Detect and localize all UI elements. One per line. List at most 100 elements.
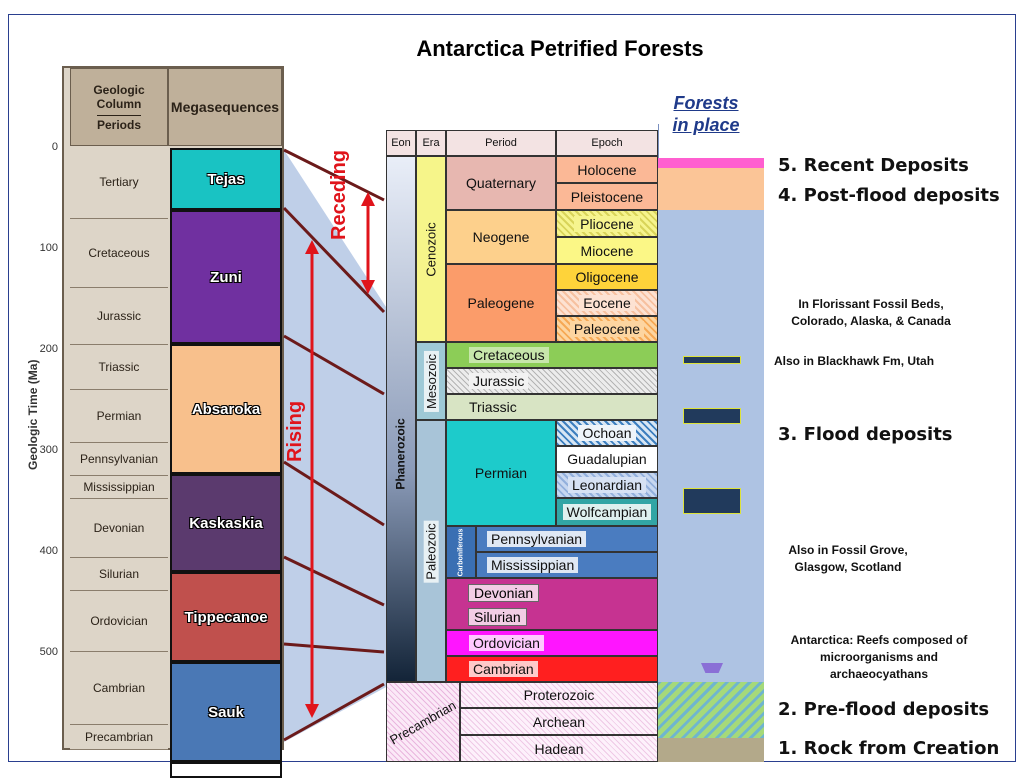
label-pre-flood-deposits: 2. Pre-flood deposits — [778, 699, 990, 720]
megasequence-tippecanoe: Tippecanoe — [170, 572, 282, 662]
forest-layer-flood-upper — [683, 408, 741, 424]
header-epoch: Epoch — [556, 130, 658, 156]
period-silurian: Silurian — [468, 608, 527, 626]
epoch-leonardian: Leonardian — [556, 472, 658, 498]
period-cambrian: Cambrian — [70, 652, 168, 725]
creation-band — [658, 738, 764, 762]
header-era: Era — [416, 130, 446, 156]
period-hadean: Hadean — [460, 735, 658, 762]
label-flood-deposits: 3. Flood deposits — [778, 424, 953, 445]
period-archean: Archean — [460, 708, 658, 735]
note-fossil-grove: Also in Fossil Grove, Glasgow, Scotland — [788, 543, 908, 574]
header-eon: Eon — [386, 130, 416, 156]
period-permian: Permian — [70, 390, 168, 443]
period-pennsylvanian: Pennsylvanian — [476, 526, 658, 552]
header-periods-sub: Periods — [96, 114, 141, 132]
period-cretaceous: Cretaceous — [70, 219, 168, 288]
connector-line — [283, 334, 385, 396]
period-cretaceous: Cretaceous — [446, 342, 658, 368]
tick-400: 400 — [39, 545, 58, 557]
forest-layer-flood-lower — [683, 488, 741, 514]
megasequence-zuni: Zuni — [170, 210, 282, 344]
label-rock-from-creation: 1. Rock from Creation — [778, 738, 1000, 759]
period-devonian: Devonian — [70, 499, 168, 558]
receding-arrow-head-top — [361, 192, 375, 206]
receding-arrow-head-bottom — [361, 280, 375, 294]
epoch-eocene: Eocene — [556, 290, 658, 316]
period-jurassic: Jurassic — [446, 368, 658, 394]
period-pennsylvanian: Pennsylvanian — [70, 443, 168, 476]
megasequence-absaroka: Absaroka — [170, 344, 282, 474]
era-mesozoic: Mesozoic — [416, 342, 446, 420]
period-triassic: Triassic — [70, 345, 168, 390]
forests-header-line2: in place — [672, 115, 740, 135]
megasequence-sauk: Sauk — [170, 662, 282, 762]
epoch-guadalupian: Guadalupian — [556, 446, 658, 472]
eon-precambrian: Precambrian — [386, 682, 460, 762]
receding-label: Receding — [328, 149, 350, 240]
connector-line — [283, 642, 385, 654]
figure-title: Antarctica Petrified Forests — [416, 36, 704, 61]
label-recent-deposits: 5. Recent Deposits — [778, 155, 969, 176]
epoch-paleocene: Paleocene — [556, 316, 658, 342]
header-periods-title: Geologic Column — [93, 82, 145, 111]
epoch-oligocene: Oligocene — [556, 264, 658, 290]
header-period: Period — [446, 130, 556, 156]
forests-column-rule — [658, 124, 659, 158]
forests-column — [658, 158, 764, 762]
post-flood-band — [658, 168, 764, 210]
epoch-miocene: Miocene — [556, 237, 658, 264]
connector-line — [283, 682, 385, 742]
connector-line — [282, 206, 386, 314]
rising-label: Rising — [284, 400, 306, 462]
epoch-ochoan: Ochoan — [556, 420, 658, 446]
note-antarctica: Antarctica: Reefs composed of microorgan… — [790, 633, 968, 681]
header-megasequences: Megasequences — [168, 68, 282, 146]
eon-phanerozoic: Phanerozoic — [386, 156, 416, 682]
period-mississippian: Mississippian — [476, 552, 658, 578]
period-quaternary: Quaternary — [446, 156, 556, 210]
pre-flood-band — [658, 682, 764, 738]
period-neogene: Neogene — [446, 210, 556, 264]
period-ordovician: Ordovician — [70, 591, 168, 652]
forests-header-line1: Forests — [673, 93, 739, 113]
tick-300: 300 — [39, 444, 58, 456]
period-cambrian: Cambrian — [446, 656, 658, 682]
period-proterozoic: Proterozoic — [460, 682, 658, 708]
note-blackhawk: Also in Blackhawk Fm, Utah — [774, 354, 935, 368]
period-permian: Permian — [446, 420, 556, 526]
epoch-wolfcampian: Wolfcampian — [556, 498, 658, 526]
period-tertiary: Tertiary — [70, 146, 168, 219]
period-list: Tertiary Cretaceous Jurassic Triassic Pe… — [70, 146, 168, 750]
carboniferous-column: Carboniferous — [446, 526, 476, 578]
tick-100: 100 — [39, 242, 58, 254]
epoch-pleistocene: Pleistocene — [556, 183, 658, 210]
recent-deposit-band — [658, 158, 764, 168]
rising-arrow-head-top — [305, 240, 319, 254]
megasequence-list: Tejas Zuni Absaroka Kaskaskia Tippecanoe… — [170, 148, 282, 778]
connector-line — [283, 460, 385, 527]
rising-arrow-head-bottom — [305, 704, 319, 718]
period-paleogene: Paleogene — [446, 264, 556, 342]
era-paleozoic: Paleozoic — [416, 420, 446, 682]
forests-header: Forests in place — [664, 92, 748, 136]
period-mississippian: Mississippian — [70, 476, 168, 499]
tick-500: 500 — [39, 646, 58, 658]
forest-layer-blackhawk — [683, 356, 741, 364]
label-post-flood-deposits: 4. Post-flood deposits — [778, 185, 1000, 206]
period-silurian: Silurian — [70, 558, 168, 591]
tick-200: 200 — [39, 343, 58, 355]
connector-line — [283, 555, 385, 607]
note-florissant: In Florissant Fossil Beds, Colorado, Ala… — [791, 297, 951, 328]
period-triassic: Triassic — [446, 394, 658, 420]
period-devonian: Devonian — [468, 584, 540, 602]
connector-line — [283, 148, 385, 202]
tick-0: 0 — [51, 141, 58, 153]
megasequence-tejas: Tejas — [170, 148, 282, 210]
header-periods: Geologic Column Periods — [70, 68, 168, 146]
epoch-pliocene: Pliocene — [556, 210, 658, 237]
era-cenozoic: Cenozoic — [416, 156, 446, 342]
reef-marker-icon — [701, 663, 723, 673]
period-precambrian: Precambrian — [70, 725, 168, 750]
